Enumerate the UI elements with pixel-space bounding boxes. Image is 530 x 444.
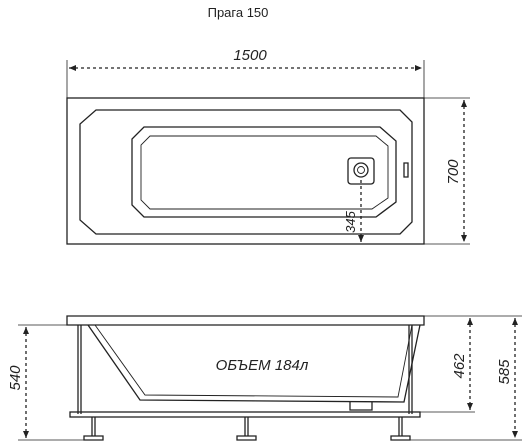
length-dimension-label: 1500 bbox=[233, 47, 267, 64]
top-view-basin-outer bbox=[79, 109, 413, 235]
side-view-rim bbox=[66, 315, 425, 326]
foot-right bbox=[390, 417, 411, 441]
top-view-basin-inner bbox=[131, 126, 397, 218]
width-dimension-label: 700 bbox=[445, 159, 462, 185]
frame-base bbox=[69, 411, 421, 418]
drain-center bbox=[357, 166, 365, 174]
volume-label: ОБЪЕМ 184л bbox=[216, 357, 309, 374]
foot-center bbox=[236, 417, 257, 441]
drain-icon bbox=[353, 162, 369, 178]
overflow-icon bbox=[403, 162, 409, 178]
drain-housing bbox=[347, 157, 375, 185]
foot-left bbox=[83, 417, 104, 441]
side-view-drain bbox=[349, 402, 373, 411]
model-title: Прага 150 bbox=[208, 5, 269, 20]
height-total-label: 540 bbox=[7, 365, 24, 391]
drain-offset-label: 345 bbox=[343, 210, 358, 232]
top-view-rim bbox=[66, 97, 425, 245]
top-view-basin-bottom bbox=[140, 135, 389, 210]
side-view-inner-wall bbox=[94, 324, 413, 398]
height-outer-label: 585 bbox=[496, 359, 513, 385]
side-view: ОБЪЕМ 184л 540 462 585 bbox=[7, 315, 522, 441]
top-view: 1500 345 700 bbox=[66, 47, 470, 245]
height-inner-label: 462 bbox=[451, 353, 468, 379]
